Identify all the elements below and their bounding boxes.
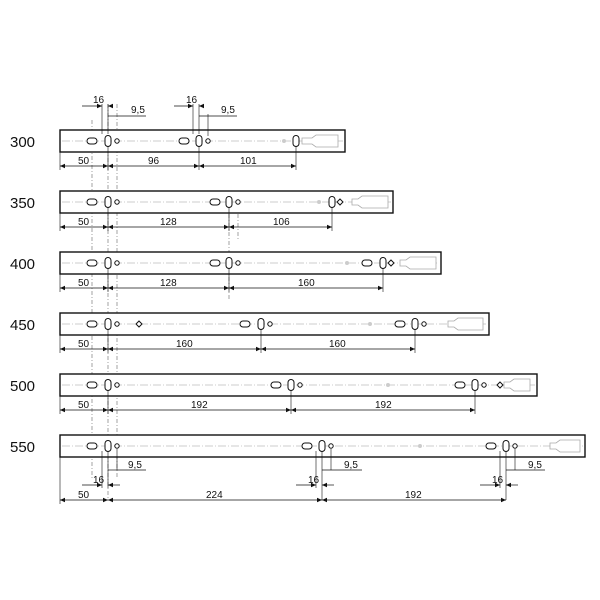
dim-label: 50 (78, 156, 90, 167)
dim-label: 192 (375, 400, 392, 411)
dim-label: 50 (78, 339, 90, 350)
mounting-holes (86, 378, 531, 392)
dim-label: 160 (176, 339, 193, 350)
dim-label: 9,5 (344, 460, 358, 471)
dim-label: 16 (93, 95, 105, 106)
dim-label: 160 (298, 278, 315, 289)
dim-label: 128 (160, 278, 177, 289)
rail-400: 400 50 128 160 (10, 251, 442, 292)
dim-label: 50 (78, 490, 90, 501)
mounting-holes (86, 317, 484, 331)
rail-length-label: 500 (10, 378, 35, 395)
rail-length-label: 450 (10, 317, 35, 334)
rail-length-label: 550 (10, 439, 35, 456)
rail-350: 350 50 128 106 (10, 190, 394, 231)
dim-label: 16 (93, 475, 105, 486)
rail-450: 450 50 160 160 (10, 312, 490, 353)
mounting-holes (86, 439, 581, 453)
rail-500: 500 50 192 192 (10, 373, 538, 414)
dim-label: 9,5 (221, 105, 235, 116)
rail-550: 550 9,5 16 9,5 (10, 434, 586, 504)
dim-label: 9,5 (128, 460, 142, 471)
rail-300: 300 16 9,5 16 9,5 (10, 95, 346, 170)
dim-label: 50 (78, 217, 90, 228)
dim-label: 16 (492, 475, 504, 486)
dim-label: 128 (160, 217, 177, 228)
dim-label: 9,5 (528, 460, 542, 471)
dim-label: 16 (186, 95, 198, 106)
dim-label: 9,5 (131, 105, 145, 116)
dim-label: 96 (148, 156, 160, 167)
rail-length-label: 300 (10, 134, 35, 151)
dim-label: 16 (308, 475, 320, 486)
dim-label: 192 (405, 490, 422, 501)
mounting-holes (86, 195, 389, 209)
rail-length-label: 350 (10, 195, 35, 212)
dim-label: 160 (329, 339, 346, 350)
dim-label: 192 (191, 400, 208, 411)
dim-label: 224 (206, 490, 223, 501)
dim-label: 106 (273, 217, 290, 228)
dim-label: 50 (78, 400, 90, 411)
dim-label: 101 (240, 156, 257, 167)
rail-length-label: 400 (10, 256, 35, 273)
dim-label: 50 (78, 278, 90, 289)
